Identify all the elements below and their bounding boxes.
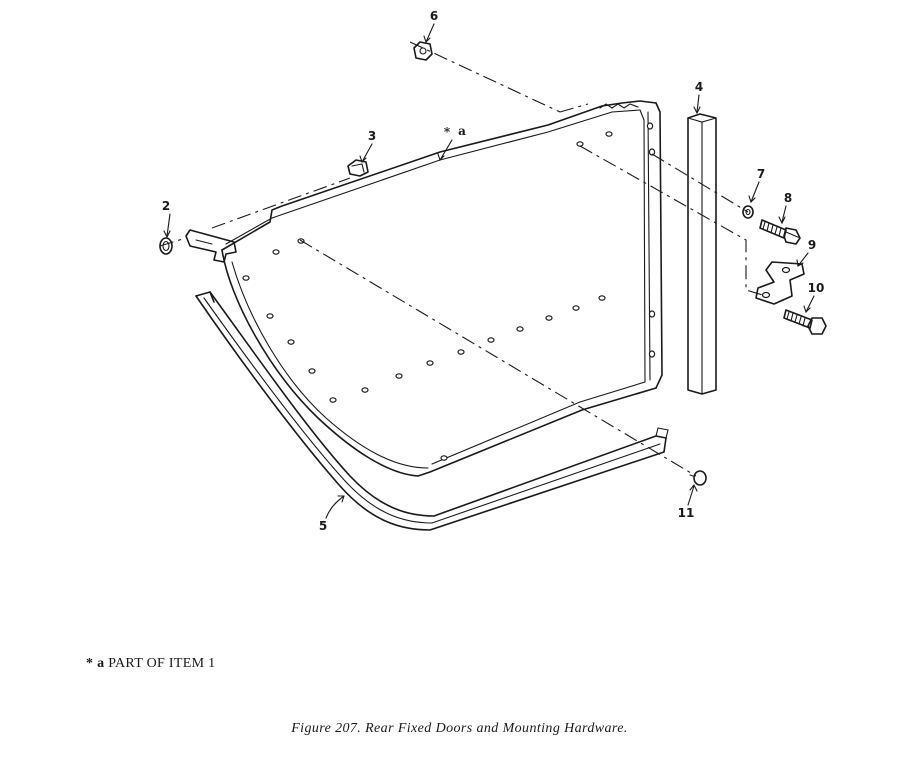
svg-text:a: a: [458, 124, 466, 138]
callout-11: 11: [678, 483, 698, 520]
callout-10: 10: [803, 281, 825, 314]
callout-2: 2: [162, 199, 171, 239]
washer-item-7: [742, 205, 754, 219]
svg-text:7: 7: [757, 167, 765, 181]
callout-9: 9: [796, 238, 816, 267]
door-panel: [185, 100, 663, 477]
footnote-text: PART OF ITEM 1: [108, 656, 216, 671]
svg-text:9: 9: [808, 238, 816, 252]
callout-7: 7: [748, 167, 765, 204]
figure-caption: Figure 207. Rear Fixed Doors and Mountin…: [291, 721, 628, 736]
assembly-lines: [159, 41, 801, 477]
svg-text:4: 4: [695, 80, 703, 94]
callout-8: 8: [778, 191, 792, 225]
callout-a: * a: [437, 124, 466, 162]
bolt-item-8: [759, 219, 801, 245]
bolt-item-10: [783, 309, 827, 335]
svg-text:*: *: [444, 125, 451, 139]
bracket-item-9: [755, 261, 805, 305]
callout-5: 5: [319, 495, 345, 533]
nut-item-6: [413, 41, 433, 61]
svg-text:5: 5: [319, 519, 327, 533]
svg-text:6: 6: [430, 9, 438, 23]
callout-6: 6: [423, 9, 438, 44]
rivet-item-11: [689, 470, 707, 486]
callout-3: 3: [359, 129, 376, 164]
vertical-seal: [687, 113, 717, 395]
grommet-washer: [159, 237, 173, 255]
footnote: * a PART OF ITEM 1: [86, 656, 215, 672]
nut-item-3: [347, 159, 369, 177]
svg-text:8: 8: [784, 191, 792, 205]
svg-text:2: 2: [162, 199, 170, 213]
curved-seal: [195, 291, 669, 531]
svg-text:3: 3: [368, 129, 376, 143]
svg-text:11: 11: [678, 506, 695, 520]
footnote-mark: * a: [86, 656, 105, 671]
callout-4: 4: [693, 80, 703, 115]
svg-text:10: 10: [808, 281, 825, 295]
